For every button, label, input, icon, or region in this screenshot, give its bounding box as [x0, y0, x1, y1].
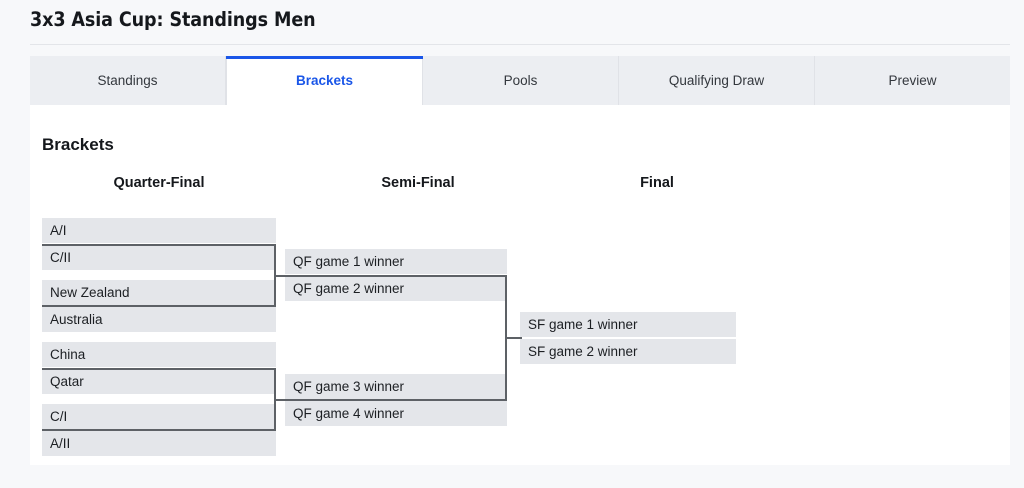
round-header-semi-final: Semi-Final — [381, 175, 455, 191]
bracket-slot-sf-4[interactable]: QF game 4 winner — [285, 401, 507, 426]
connector-sf-stub — [505, 337, 522, 339]
bracket-slot-qf-3[interactable]: New Zealand — [42, 280, 276, 305]
bracket-slot-qf-6[interactable]: Qatar — [42, 369, 276, 394]
bracket-slot-qf-4[interactable]: Australia — [42, 307, 276, 332]
tab-brackets[interactable]: Brackets — [226, 56, 423, 105]
connector-qf-top-upper — [42, 244, 276, 246]
round-header-final: Final — [640, 175, 674, 191]
connector-qf-bottom-stub — [274, 399, 287, 401]
bracket-slot-qf-8[interactable]: A/II — [42, 431, 276, 456]
page-title: 3x3 Asia Cup: Standings Men — [30, 8, 316, 31]
bracket-slot-sf-1[interactable]: QF game 1 winner — [285, 249, 507, 274]
brackets-panel: Brackets Quarter-Final Semi-Final Final … — [30, 105, 1010, 465]
tab-preview[interactable]: Preview — [815, 56, 1010, 105]
bracket-slot-sf-2[interactable]: QF game 2 winner — [285, 276, 507, 301]
bracket-slot-qf-7[interactable]: C/I — [42, 404, 276, 429]
section-title: Brackets — [42, 135, 114, 154]
connector-qf-bottom-lower — [42, 429, 276, 431]
round-header-quarter-final: Quarter-Final — [113, 175, 205, 191]
bracket-slot-final-1[interactable]: SF game 1 winner — [520, 312, 736, 337]
connector-sf-upper — [285, 275, 507, 277]
connector-sf-lower — [285, 399, 507, 401]
bracket-slot-qf-5[interactable]: China — [42, 342, 276, 367]
connector-qf-top-lower — [42, 305, 276, 307]
bracket-slot-final-2[interactable]: SF game 2 winner — [520, 339, 736, 364]
connector-qf-top-stub — [274, 275, 287, 277]
bracket-slot-qf-2[interactable]: C/II — [42, 245, 276, 270]
bracket-slot-sf-3[interactable]: QF game 3 winner — [285, 374, 507, 399]
connector-qf-bottom-upper — [42, 368, 276, 370]
tab-pools[interactable]: Pools — [423, 56, 619, 105]
tab-standings[interactable]: Standings — [30, 56, 226, 105]
tab-qualifying-draw[interactable]: Qualifying Draw — [619, 56, 815, 105]
bracket-slot-qf-1[interactable]: A/I — [42, 218, 276, 243]
tab-bar: Standings Brackets Pools Qualifying Draw… — [30, 56, 1010, 105]
title-divider — [30, 44, 1010, 45]
